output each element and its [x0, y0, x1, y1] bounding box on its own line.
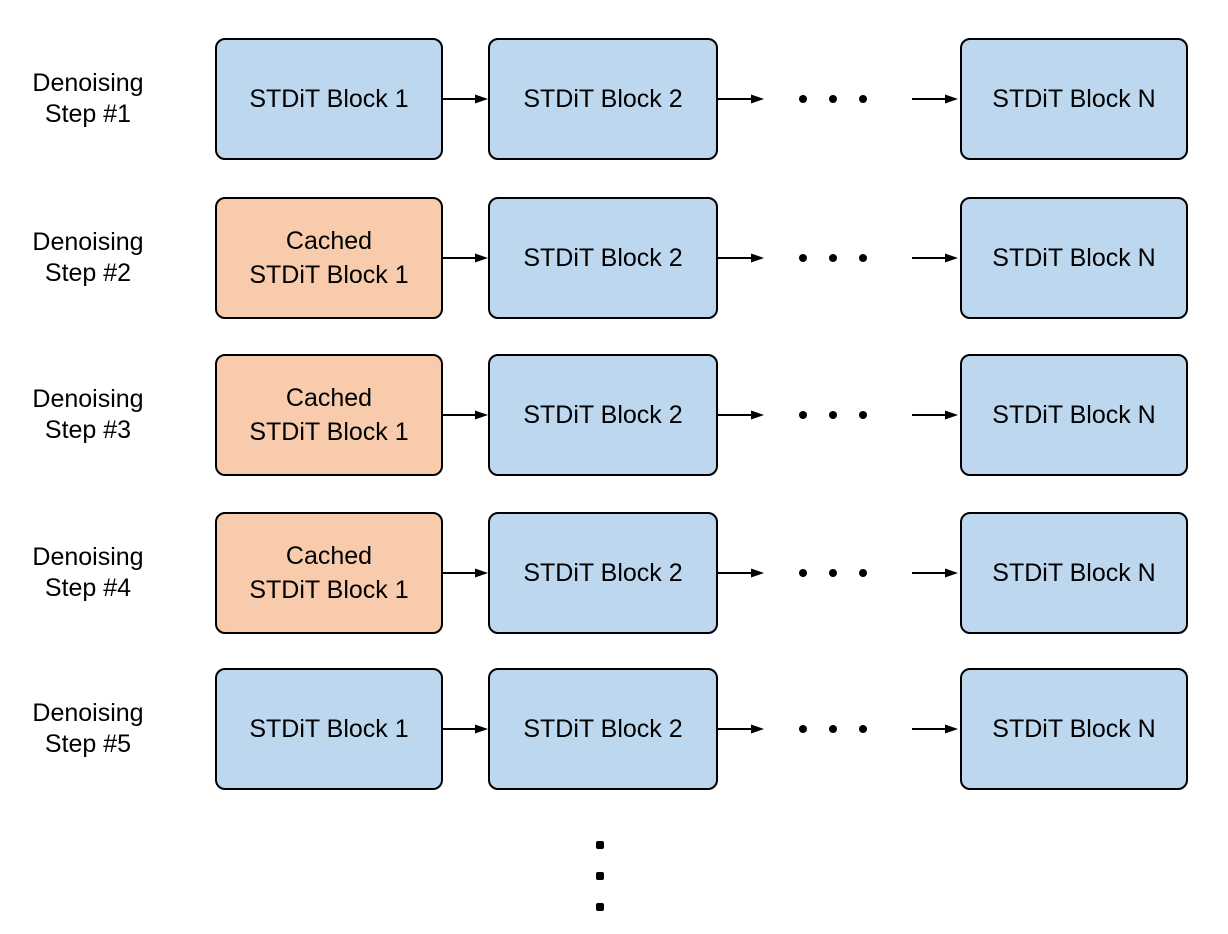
dot-icon [859, 95, 867, 103]
stdit-block-n: STDiT Block N [960, 38, 1188, 160]
denoising-step-row: Denoising Step #5 STDiT Block 1 STDiT Bl… [0, 668, 1228, 790]
arrow-right-icon [912, 724, 958, 734]
arrow-right-icon [912, 253, 958, 263]
stdit-block-2: STDiT Block 2 [488, 38, 718, 160]
arrow-right-icon [912, 410, 958, 420]
arrow-right-icon [718, 94, 764, 104]
dot-icon [859, 411, 867, 419]
dot-icon [859, 725, 867, 733]
dot-icon [829, 411, 837, 419]
stdit-block-1: STDiT Block 1 [215, 38, 443, 160]
arrow-right-icon [442, 724, 488, 734]
stdit-block-1: STDiT Block 1 [215, 668, 443, 790]
horizontal-ellipsis-icon [799, 254, 867, 262]
stdit-block-n: STDiT Block N [960, 512, 1188, 634]
stdit-block-2: STDiT Block 2 [488, 197, 718, 319]
arrow-right-icon [912, 568, 958, 578]
arrow-right-icon [442, 253, 488, 263]
stdit-block-2: STDiT Block 2 [488, 668, 718, 790]
arrow-right-icon [442, 568, 488, 578]
dot-icon [829, 725, 837, 733]
vertical-ellipsis-icon [596, 841, 604, 911]
dot-icon [859, 569, 867, 577]
denoising-step-label: Denoising Step #3 [32, 385, 144, 444]
dot-icon [799, 725, 807, 733]
dot-icon [829, 95, 837, 103]
arrow-right-icon [718, 724, 764, 734]
dot-icon [799, 569, 807, 577]
arrow-right-icon [442, 94, 488, 104]
dot-icon [799, 411, 807, 419]
stdit-block-n: STDiT Block N [960, 354, 1188, 476]
dot-icon [596, 903, 604, 911]
cached-stdit-block-1: Cached STDiT Block 1 [215, 354, 443, 476]
denoising-step-row: Denoising Step #3 Cached STDiT Block 1 S… [0, 354, 1228, 476]
horizontal-ellipsis-icon [799, 411, 867, 419]
dot-icon [596, 841, 604, 849]
cached-stdit-block-1: Cached STDiT Block 1 [215, 197, 443, 319]
dot-icon [829, 254, 837, 262]
cached-stdit-block-1: Cached STDiT Block 1 [215, 512, 443, 634]
horizontal-ellipsis-icon [799, 95, 867, 103]
stdit-block-2: STDiT Block 2 [488, 512, 718, 634]
horizontal-ellipsis-icon [799, 569, 867, 577]
denoising-step-label: Denoising Step #2 [32, 228, 144, 287]
denoising-step-label: Denoising Step #1 [32, 69, 144, 128]
denoising-step-label: Denoising Step #4 [32, 543, 144, 602]
horizontal-ellipsis-icon [799, 725, 867, 733]
arrow-right-icon [912, 94, 958, 104]
stdit-block-2: STDiT Block 2 [488, 354, 718, 476]
stdit-block-n: STDiT Block N [960, 197, 1188, 319]
dot-icon [596, 872, 604, 880]
arrow-right-icon [718, 410, 764, 420]
dot-icon [799, 95, 807, 103]
arrow-right-icon [718, 568, 764, 578]
denoising-step-row: Denoising Step #4 Cached STDiT Block 1 S… [0, 512, 1228, 634]
denoising-step-label: Denoising Step #5 [32, 699, 144, 758]
denoising-step-row: Denoising Step #2 Cached STDiT Block 1 S… [0, 197, 1228, 319]
denoising-step-row: Denoising Step #1 STDiT Block 1 STDiT Bl… [0, 38, 1228, 160]
arrow-right-icon [442, 410, 488, 420]
dot-icon [859, 254, 867, 262]
stdit-block-n: STDiT Block N [960, 668, 1188, 790]
dot-icon [829, 569, 837, 577]
dot-icon [799, 254, 807, 262]
arrow-right-icon [718, 253, 764, 263]
